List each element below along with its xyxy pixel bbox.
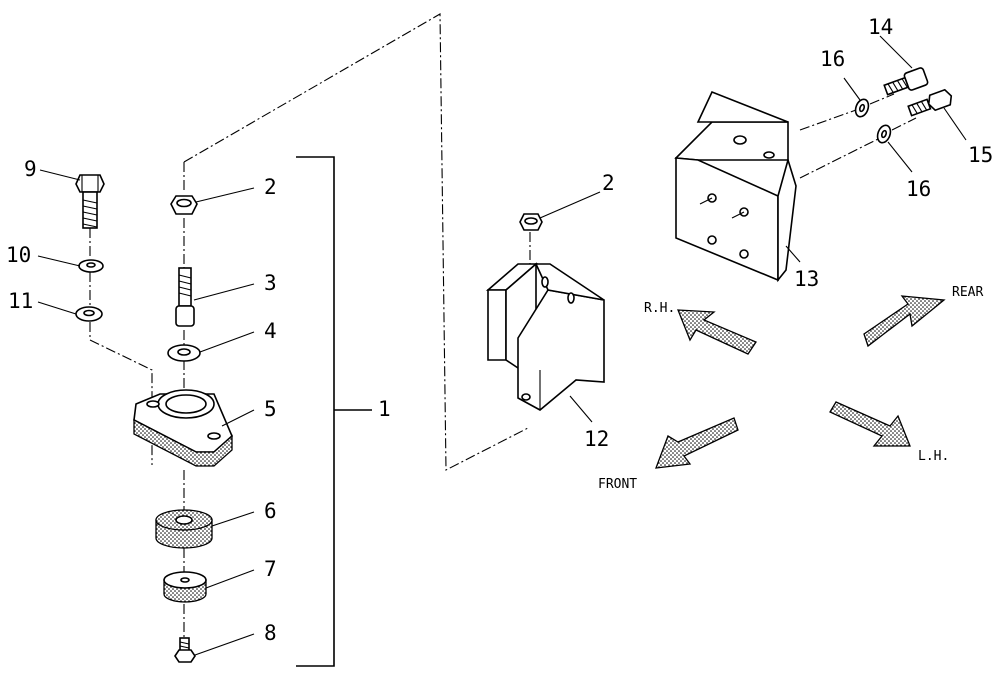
part-16-washer-lower[interactable] [875, 123, 892, 144]
label-part-4: 4 [264, 319, 277, 343]
direction-arrow-lh [829, 401, 911, 447]
assembly-bracket [296, 156, 372, 667]
part-6-rubber-isolator[interactable] [155, 509, 213, 549]
label-part-2-left: 2 [264, 175, 277, 199]
label-part-9: 9 [24, 157, 37, 181]
leader-lines [37, 35, 967, 656]
direction-arrow-rear [863, 295, 946, 348]
label-part-8: 8 [264, 621, 277, 645]
part-9-hex-bolt[interactable] [75, 174, 105, 229]
label-part-12: 12 [584, 427, 609, 451]
part-10-lock-washer[interactable] [78, 259, 104, 273]
label-direction-front: FRONT [598, 477, 637, 492]
label-part-13: 13 [794, 267, 819, 291]
part-11-flat-washer[interactable] [75, 306, 103, 322]
label-direction-rear: REAR [952, 285, 983, 300]
part-14-socket-cap-screw[interactable] [883, 67, 929, 96]
part-12-bracket[interactable] [485, 262, 605, 411]
label-part-16-lower: 16 [906, 177, 931, 201]
direction-labels: R.H. REAR FRONT L.H. [598, 285, 983, 492]
part-13-mounting-plate[interactable] [674, 90, 797, 283]
part-8-cap-screw[interactable] [174, 637, 196, 663]
part-7-snubber-washer[interactable] [163, 571, 207, 603]
label-part-16-upper: 16 [820, 47, 845, 71]
part-5-flange-mount[interactable] [133, 389, 233, 467]
label-part-6: 6 [264, 499, 277, 523]
label-part-3: 3 [264, 271, 277, 295]
label-part-15: 15 [968, 143, 993, 167]
label-part-11: 11 [8, 289, 33, 313]
direction-arrow-front [655, 417, 739, 469]
label-part-10: 10 [6, 243, 31, 267]
label-part-14: 14 [868, 15, 893, 39]
part-3-stud[interactable] [175, 267, 195, 327]
part-4-washer[interactable] [167, 344, 201, 362]
label-part-7: 7 [264, 557, 277, 581]
label-part-5: 5 [264, 397, 277, 421]
label-direction-rh: R.H. [644, 301, 675, 316]
assembly-lines [89, 13, 917, 640]
label-part-1: 1 [378, 397, 391, 421]
part-2-hex-nut-right[interactable] [519, 213, 543, 231]
part-16-washer-upper[interactable] [853, 97, 870, 118]
direction-arrow-rh [677, 309, 757, 355]
part-2-hex-nut-left[interactable] [170, 195, 198, 215]
label-direction-lh: L.H. [918, 449, 949, 464]
part-number-labels: 9 10 11 2 3 4 5 1 6 7 8 2 12 13 14 15 16… [6, 15, 993, 645]
label-part-2-right: 2 [602, 171, 615, 195]
part-15-hex-bolt[interactable] [907, 88, 954, 118]
